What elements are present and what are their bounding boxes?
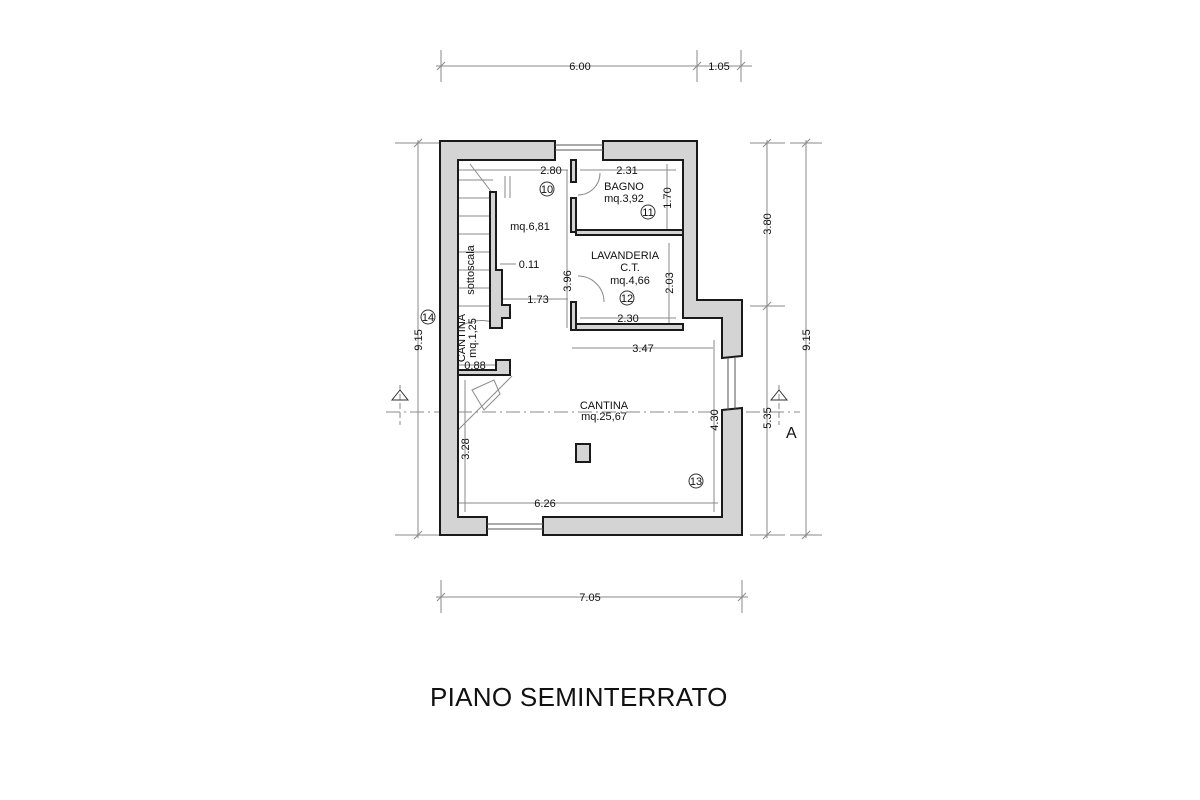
room-12-subname: C.T. (620, 262, 640, 274)
room-11-name: BAGNO (604, 181, 644, 193)
dim-cantina-width: 6.26 (534, 498, 555, 510)
dim-cantina-height-right: 4.30 (709, 409, 721, 430)
room-11-area: mq.3,92 (604, 193, 644, 205)
dim-right-overall: 9.15 (801, 329, 813, 350)
section-label: A (786, 425, 797, 442)
room-11-number: 11 (642, 207, 653, 219)
sottoscala-label: sottoscala (465, 244, 477, 294)
room-14-number: 14 (422, 312, 434, 324)
room-13-number: 13 (690, 476, 702, 488)
room-14-name: CANTINA (456, 313, 468, 362)
room-13-name: CANTINA (580, 400, 629, 412)
dim-cantina-height-left: 3.28 (460, 438, 472, 459)
room-12-number: 12 (621, 293, 633, 305)
dim-top-offset: 1.05 (708, 61, 729, 73)
room-10-area: mq.6,81 (510, 221, 550, 233)
dim-lav-width: 2.30 (617, 313, 638, 325)
room-12-name: LAVANDERIA (591, 250, 660, 262)
room-10-number: 10 (541, 184, 553, 196)
room-12-area: mq.4,66 (610, 275, 650, 287)
dim-hall-width: 2.80 (540, 165, 561, 177)
dim-hall-depth: 3.96 (562, 270, 574, 291)
dim-right-lower: 5.35 (762, 407, 774, 428)
dim-bagno-height: 1.70 (662, 187, 674, 208)
room-number-circles (420, 181, 704, 489)
dim-bottom-overall: 7.05 (579, 592, 600, 604)
drawing-title: PIANO SEMINTERRATO (430, 682, 728, 712)
dim-wall-thickness: 0.11 (519, 259, 540, 271)
dim-corridor: 1.73 (527, 294, 548, 306)
dimension-lines (386, 50, 822, 613)
room-14-area: mq.1,25 (467, 318, 479, 358)
dim-lav-height: 2.03 (664, 272, 676, 293)
windows (487, 144, 736, 530)
walls (439, 140, 743, 536)
dim-top-overall: 6.00 (569, 61, 590, 73)
dim-right-upper: 3.80 (762, 213, 774, 234)
dim-bagno-width: 2.31 (616, 165, 637, 177)
dim-cantina-right: 3.47 (632, 343, 653, 355)
dim-small-cantina-width: 0.88 (464, 360, 485, 372)
room-13-area: mq.25,67 (581, 411, 627, 423)
section-marker-right-icon (769, 389, 789, 401)
section-marker-left-icon (390, 389, 410, 401)
dim-left-overall: 9.15 (413, 329, 425, 350)
